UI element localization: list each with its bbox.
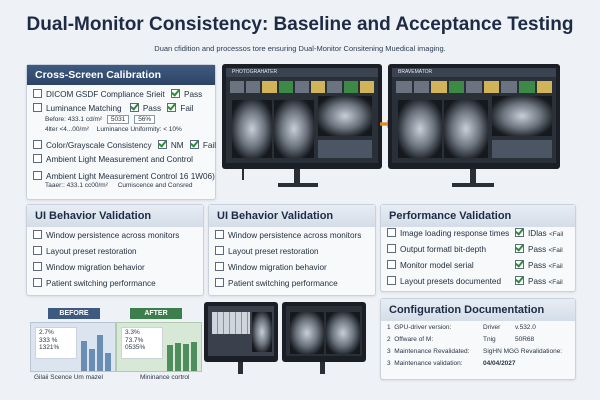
checkbox[interactable]	[33, 154, 42, 163]
monitor-stand	[320, 362, 325, 374]
check-icon	[515, 244, 524, 253]
check-icon	[171, 89, 181, 98]
monitor-stand	[238, 362, 243, 374]
after-chart: 3.3% 73.7% 0535%	[116, 322, 202, 372]
calibration-panel: Cross-Screen Calibration DICOM GSDF Comp…	[26, 64, 216, 200]
monitor-base	[278, 183, 318, 187]
ui-behavior-panel-right: UI Behavior Validation Window persistenc…	[208, 204, 376, 296]
calib-item-ambient[interactable]: Ambient Light Measurement and Control	[33, 154, 193, 164]
calib-item-ambient-control[interactable]: Ambient Light Measurement Control 16 1W0…	[33, 171, 215, 181]
scan-image	[232, 100, 272, 158]
checkbox[interactable]	[215, 230, 224, 239]
monitor-title: PHOTOGRAHATER	[226, 68, 378, 77]
monitor-title: BRAVEMATOR	[392, 68, 556, 77]
checkbox[interactable]	[387, 276, 396, 285]
lower-left-monitor	[204, 302, 278, 362]
monitor-base	[452, 183, 494, 187]
left-monitor: PHOTOGRAHATER	[222, 64, 382, 169]
calib-item-dicom[interactable]: DICOM GSDF Compliance Srieit Pass	[33, 89, 202, 99]
perf-status: Pass <Fail	[515, 244, 563, 254]
config-header: Configuration Documentation	[381, 299, 575, 321]
check-icon	[515, 228, 524, 237]
perf-status: IDlas <Fail	[515, 228, 563, 238]
value-badge: 5031	[106, 115, 130, 124]
perf-status: Pass <Fail	[515, 260, 563, 270]
before-chart: 2.7% 333 % 1321%	[30, 322, 116, 372]
check-icon	[515, 260, 524, 269]
ui-item[interactable]: Patient switching performance	[33, 278, 156, 288]
performance-header: Performance Validation	[381, 205, 575, 227]
check-icon	[189, 140, 199, 149]
page-title: Dual-Monitor Consistency: Baseline and A…	[26, 14, 574, 35]
scan-image	[398, 100, 442, 158]
config-panel: Configuration Documentation 1 GPU-driver…	[380, 298, 576, 380]
ui-item[interactable]: Layout preset restoration	[215, 246, 319, 256]
calib-before: Before: 433.1 cd/m² 5031 56%	[45, 115, 156, 124]
checkbox[interactable]	[215, 262, 224, 271]
checkbox[interactable]	[33, 246, 42, 255]
ui-item[interactable]: Window persistence across monitors	[215, 230, 361, 240]
scan-image	[274, 100, 314, 158]
check-icon	[167, 103, 177, 112]
calibration-header: Cross-Screen Calibration	[27, 65, 215, 85]
calib-item-luminance[interactable]: Luminance Matching Pass Fail	[33, 103, 194, 113]
page-subtitle: Duan cfidition and processos tore ensuri…	[154, 44, 446, 53]
value-badge: 56%	[134, 115, 156, 124]
sync-arrow-icon	[380, 120, 392, 128]
ui-item[interactable]: Layout preset restoration	[33, 246, 137, 256]
calib-after: 4lter <4...00/m² Luminance Uniformity: <…	[45, 126, 182, 133]
perf-item[interactable]: Layout presets documented	[387, 276, 501, 286]
checkbox[interactable]	[33, 140, 42, 149]
ui-item[interactable]: Window migration behavior	[215, 262, 327, 272]
before-caption: Gilaii Scence Um mazel	[34, 374, 103, 381]
checkbox[interactable]	[215, 278, 224, 287]
ui-behavior-header: UI Behavior Validation	[209, 205, 375, 227]
ui-behavior-panel-left: UI Behavior Validation Window persistenc…	[26, 204, 204, 296]
checkbox[interactable]	[33, 89, 42, 98]
scan-image	[318, 96, 372, 136]
checkbox[interactable]	[33, 103, 42, 112]
monitor-stand	[470, 169, 476, 183]
config-row: 3 Maintenance validation:04/04/2027	[387, 360, 516, 367]
perf-status: Pass <Fail	[515, 276, 563, 286]
right-monitor: BRAVEMATOR	[388, 64, 560, 169]
scan-image	[492, 96, 552, 136]
performance-panel: Performance Validation Image loading res…	[380, 204, 576, 292]
check-icon	[157, 140, 167, 149]
check-icon	[515, 276, 524, 285]
checkbox[interactable]	[387, 244, 396, 253]
checkbox[interactable]	[33, 278, 42, 287]
perf-item[interactable]: Output formatl bit-depth	[387, 244, 486, 254]
checkbox[interactable]	[387, 260, 396, 269]
perf-item[interactable]: Monitor model serial	[387, 260, 474, 270]
scan-image	[444, 100, 488, 158]
config-row: 3 Maintenance Revalidated:SigHN MGG Reva…	[387, 348, 563, 355]
check-icon	[129, 103, 139, 112]
ui-item[interactable]: Window migration behavior	[33, 262, 145, 272]
calib-item-color[interactable]: Color/Grayscale Consistency NM Fail	[33, 140, 216, 150]
checkbox[interactable]	[215, 246, 224, 255]
ui-behavior-header: UI Behavior Validation	[27, 205, 203, 227]
lower-right-monitor	[282, 302, 366, 362]
before-label: BEFORE	[48, 308, 100, 319]
checkbox[interactable]	[33, 171, 42, 180]
ui-item[interactable]: Window persistence across monitors	[33, 230, 179, 240]
after-label: AFTER	[130, 308, 182, 319]
ui-item[interactable]: Patient switching performance	[215, 278, 338, 288]
checkbox[interactable]	[33, 262, 42, 271]
monitor-stand	[294, 169, 300, 183]
calib-ambient-sub: Taaer:: 433.1 cc00/m² Cumiscence and Con…	[45, 182, 193, 189]
checkbox[interactable]	[387, 228, 396, 237]
checkbox[interactable]	[33, 230, 42, 239]
after-caption: Mininance cortrol	[140, 374, 190, 381]
perf-item[interactable]: Image loading response times	[387, 228, 509, 238]
